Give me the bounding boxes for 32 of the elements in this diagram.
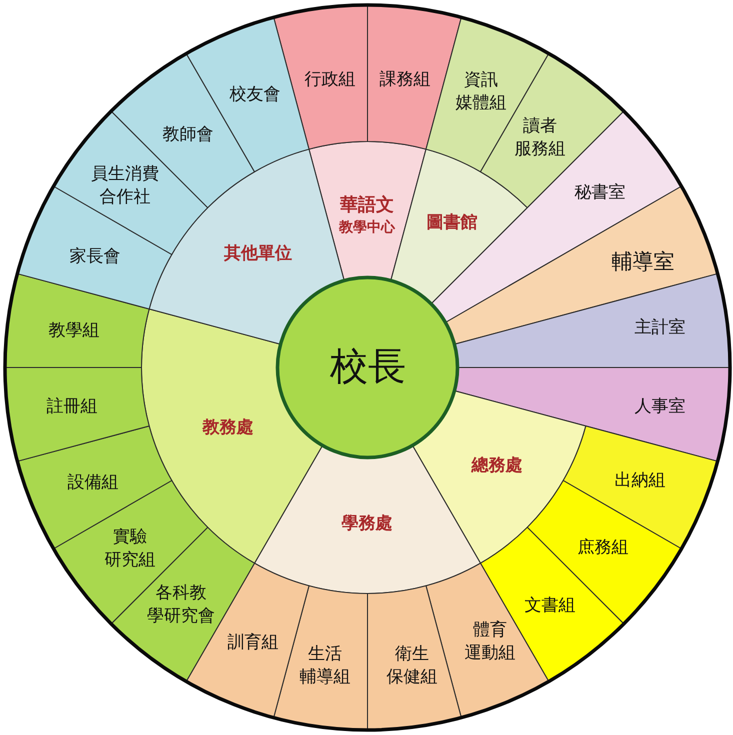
unit-label: 生活輔導組 [300,643,350,689]
unit-label: 教學組 [48,320,100,342]
unit-label: 衛生保健組 [386,643,438,689]
unit-label: 行政組 [304,68,356,92]
department-label: 教務處 [202,416,254,440]
unit-label: 教師會 [162,124,214,146]
unit-label: 訓育組 [228,632,278,654]
unit-label: 註冊組 [46,396,98,418]
unit-label: 文書組 [524,594,576,618]
title-label: 校長 [330,344,406,388]
office-label: 秘書室 [574,182,626,204]
unit-label: 實驗研究組 [104,526,156,572]
office-label: 輔導室 [612,250,674,274]
unit-label: 設備組 [68,472,118,494]
department-sublabel: 教學中心 [339,218,395,238]
department-label: 其他單位 [224,242,292,266]
unit-label: 庶務組 [578,536,628,560]
department-label: 圖書館 [426,212,478,234]
unit-label: 資訊媒體組 [456,69,506,115]
office-label: 主計室 [634,316,686,340]
unit-label: 課務組 [380,68,430,92]
unit-label: 校友會 [230,84,280,106]
unit-label: 家長會 [70,246,120,268]
unit-label: 讀者服務組 [514,115,566,161]
unit-label: 體育運動組 [464,619,516,665]
department-label: 學務處 [342,512,392,536]
department-label: 總務處 [472,454,522,478]
unit-label: 出納組 [614,470,666,492]
unit-label: 各科教學研究會 [147,582,215,628]
office-label: 人事室 [634,396,686,418]
unit-label: 員生消費合作社 [91,163,159,209]
department-label: 華語文 [340,194,394,216]
